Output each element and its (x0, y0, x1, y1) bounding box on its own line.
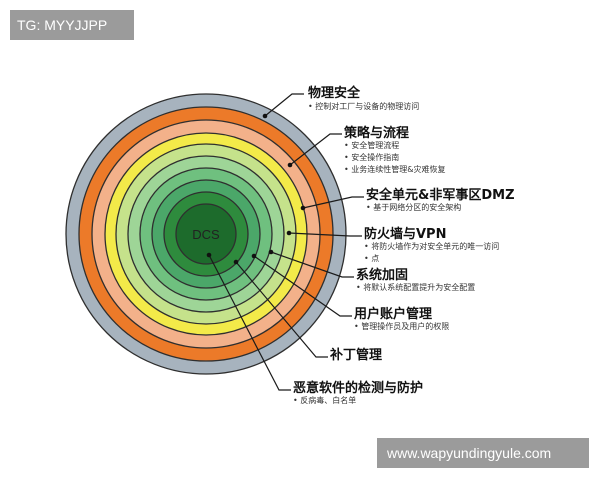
leader-patch (235, 261, 328, 358)
layer-title-dmz: 安全单元&非军事区DMZ (366, 188, 515, 203)
leader-malware-dot (206, 252, 212, 258)
layer-bullet-accounts-1: 管理操作员及用户的权限 (354, 321, 449, 332)
layer-title-policies: 策略与流程 (344, 126, 410, 141)
leader-dmz (302, 196, 364, 209)
watermark-top: TG: MYYJJPP (10, 10, 134, 40)
layer-bullet-policies-3: 业务连续性管理&灾难恢复 (344, 164, 445, 175)
layer-title-physical-security: 物理安全 (308, 86, 361, 101)
layer-bullet-malware-1: 反病毒、白名单 (293, 395, 356, 406)
leader-accounts (253, 255, 352, 317)
leader-firewall (288, 232, 362, 237)
leader-hardening (270, 251, 354, 278)
leader-hardening-dot (268, 249, 274, 255)
leader-firewall-dot (286, 230, 292, 236)
layer-bullet-dmz-1: 基于网络分区的安全架构 (366, 202, 461, 213)
leader-malware (208, 254, 291, 391)
layer-bullet-physical-1: 控制对工厂与设备的物理访问 (308, 101, 419, 112)
layer-bullet-policies-1: 安全管理流程 (344, 140, 399, 151)
leader-accounts-dot (251, 253, 257, 259)
layer-title-patch-management: 补丁管理 (330, 348, 383, 363)
watermark-bottom: www.wapyundingyule.com (377, 438, 589, 468)
leader-patch-dot (233, 259, 239, 265)
leader-policies-dot (287, 162, 293, 168)
leader-policies (289, 133, 342, 166)
layer-title-malware: 恶意软件的检测与防护 (293, 381, 424, 396)
leader-physical (264, 93, 304, 117)
center-label-dcs: DCS (192, 227, 220, 242)
layer-title-system-hardening: 系统加固 (356, 268, 409, 283)
layer-bullet-firewall-2: 点 (364, 253, 379, 264)
ring-dcs-core (175, 203, 237, 265)
layer-bullet-hardening-1: 将默认系统配置提升为安全配置 (356, 282, 475, 293)
layer-title-firewall-vpn: 防火墙与VPN (364, 227, 447, 242)
layer-bullet-firewall-1: 将防火墙作为对安全单元的唯一访问 (364, 241, 499, 252)
layer-title-user-accounts: 用户账户管理 (354, 307, 433, 322)
leader-dmz-dot (300, 205, 306, 211)
leader-physical-dot (262, 113, 268, 119)
layer-bullet-policies-2: 安全操作指南 (344, 152, 399, 163)
